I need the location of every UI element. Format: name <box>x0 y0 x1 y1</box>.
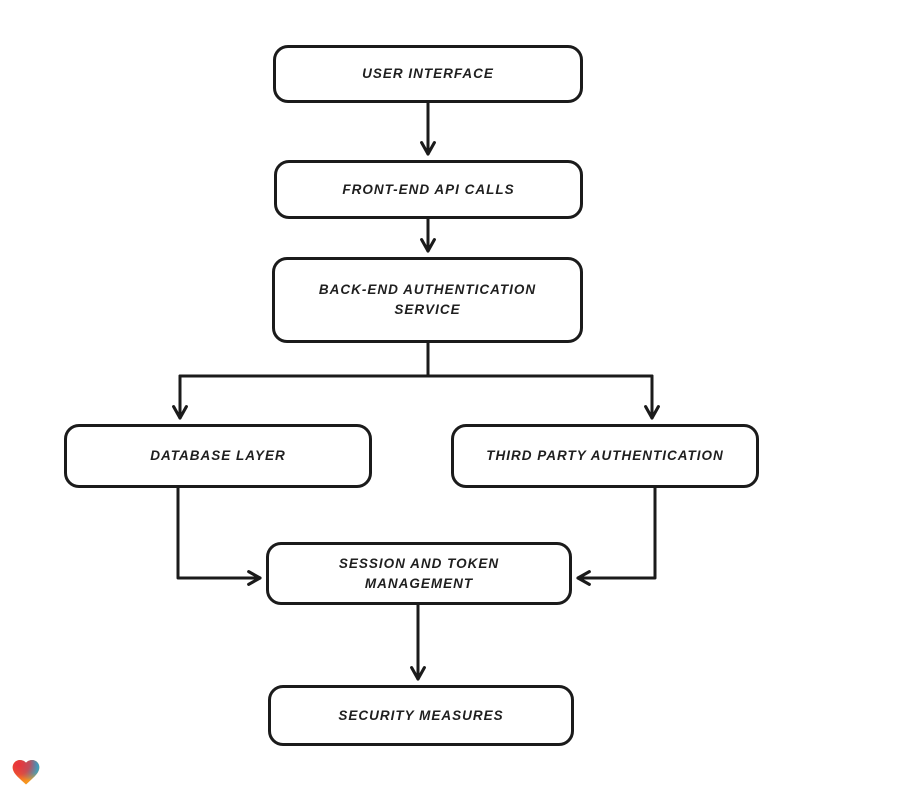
heart-logo[interactable] <box>10 756 42 788</box>
node-back-end-authentication-service: BACK-END AUTHENTICATION SERVICE <box>272 257 583 343</box>
node-user-interface-label: USER INTERFACE <box>362 66 494 81</box>
node-session-and-token-management-label: SESSION AND TOKEN MANAGEMENT <box>338 555 500 591</box>
node-database-layer-label: DATABASE LAYER <box>150 448 286 463</box>
edge-third-party-authentication-to-session-and-token-management <box>576 486 657 586</box>
node-front-end-api-calls-label: FRONT-END API CALLS <box>342 181 515 197</box>
node-third-party-authentication: THIRD PARTY AUTHENTICATION <box>451 424 759 488</box>
node-back-end-authentication-service-label: BACK-END AUTHENTICATION SERVICE <box>318 282 537 317</box>
node-third-party-authentication-label: THIRD PARTY AUTHENTICATION <box>486 448 724 463</box>
node-user-interface: USER INTERFACE <box>273 45 583 103</box>
node-security-measures-label: SECURITY MEASURES <box>338 707 504 723</box>
edge-database-layer-to-session-and-token-management <box>176 486 262 586</box>
node-database-layer: DATABASE LAYER <box>64 424 372 488</box>
node-session-and-token-management: SESSION AND TOKEN MANAGEMENT <box>266 542 572 605</box>
node-security-measures: SECURITY MEASURES <box>268 685 574 746</box>
node-front-end-api-calls: FRONT-END API CALLS <box>274 160 583 219</box>
edge-backend-branch-trunk <box>178 341 654 378</box>
